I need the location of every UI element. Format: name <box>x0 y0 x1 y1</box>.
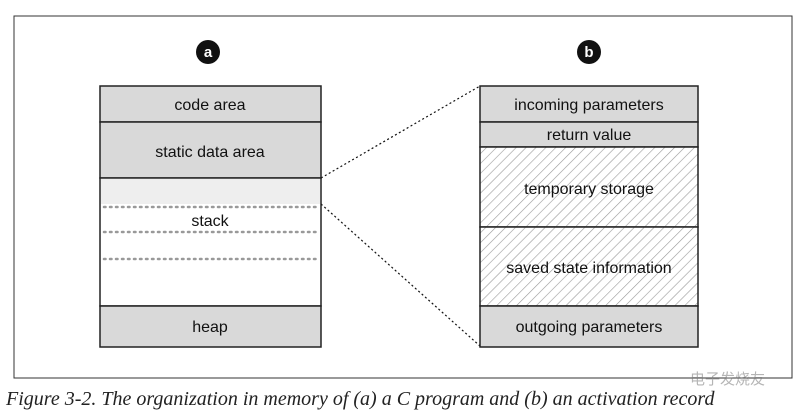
figure-caption: Figure 3-2. The organization in memory o… <box>6 388 715 410</box>
saved-state-information-label: saved state information <box>506 260 671 277</box>
panel-b: b incoming parameters return value tempo… <box>479 40 699 348</box>
connector-line-bottom <box>320 203 481 347</box>
temporary-storage-block <box>479 146 699 228</box>
panel-b-badge <box>577 40 601 64</box>
saved-state-information-block <box>479 226 699 307</box>
code-area-block <box>99 85 322 123</box>
connector-line-top <box>320 85 481 179</box>
panel-b-badge-label: b <box>584 44 593 61</box>
outgoing-parameters-label: outgoing parameters <box>516 319 663 336</box>
panel-a-badge <box>196 40 220 64</box>
code-area-label: code area <box>174 97 245 114</box>
panel-a-badge-label: a <box>204 44 213 61</box>
stack-label: stack <box>191 213 229 230</box>
figure-frame <box>13 15 793 379</box>
temporary-storage-label: temporary storage <box>524 181 654 198</box>
panel-a: a code area static data area stack heap <box>99 40 322 348</box>
incoming-parameters-label: incoming parameters <box>514 97 663 114</box>
heap-label: heap <box>192 319 228 336</box>
return-value-block <box>479 121 699 148</box>
heap-block <box>99 305 322 348</box>
stack-top-band <box>101 179 320 204</box>
static-data-area-block <box>99 121 322 179</box>
return-value-label: return value <box>547 127 632 144</box>
incoming-parameters-block <box>479 85 699 123</box>
outgoing-parameters-block <box>479 305 699 348</box>
static-data-area-label: static data area <box>155 144 265 161</box>
watermark-logo: 电子发烧友 <box>690 370 766 388</box>
